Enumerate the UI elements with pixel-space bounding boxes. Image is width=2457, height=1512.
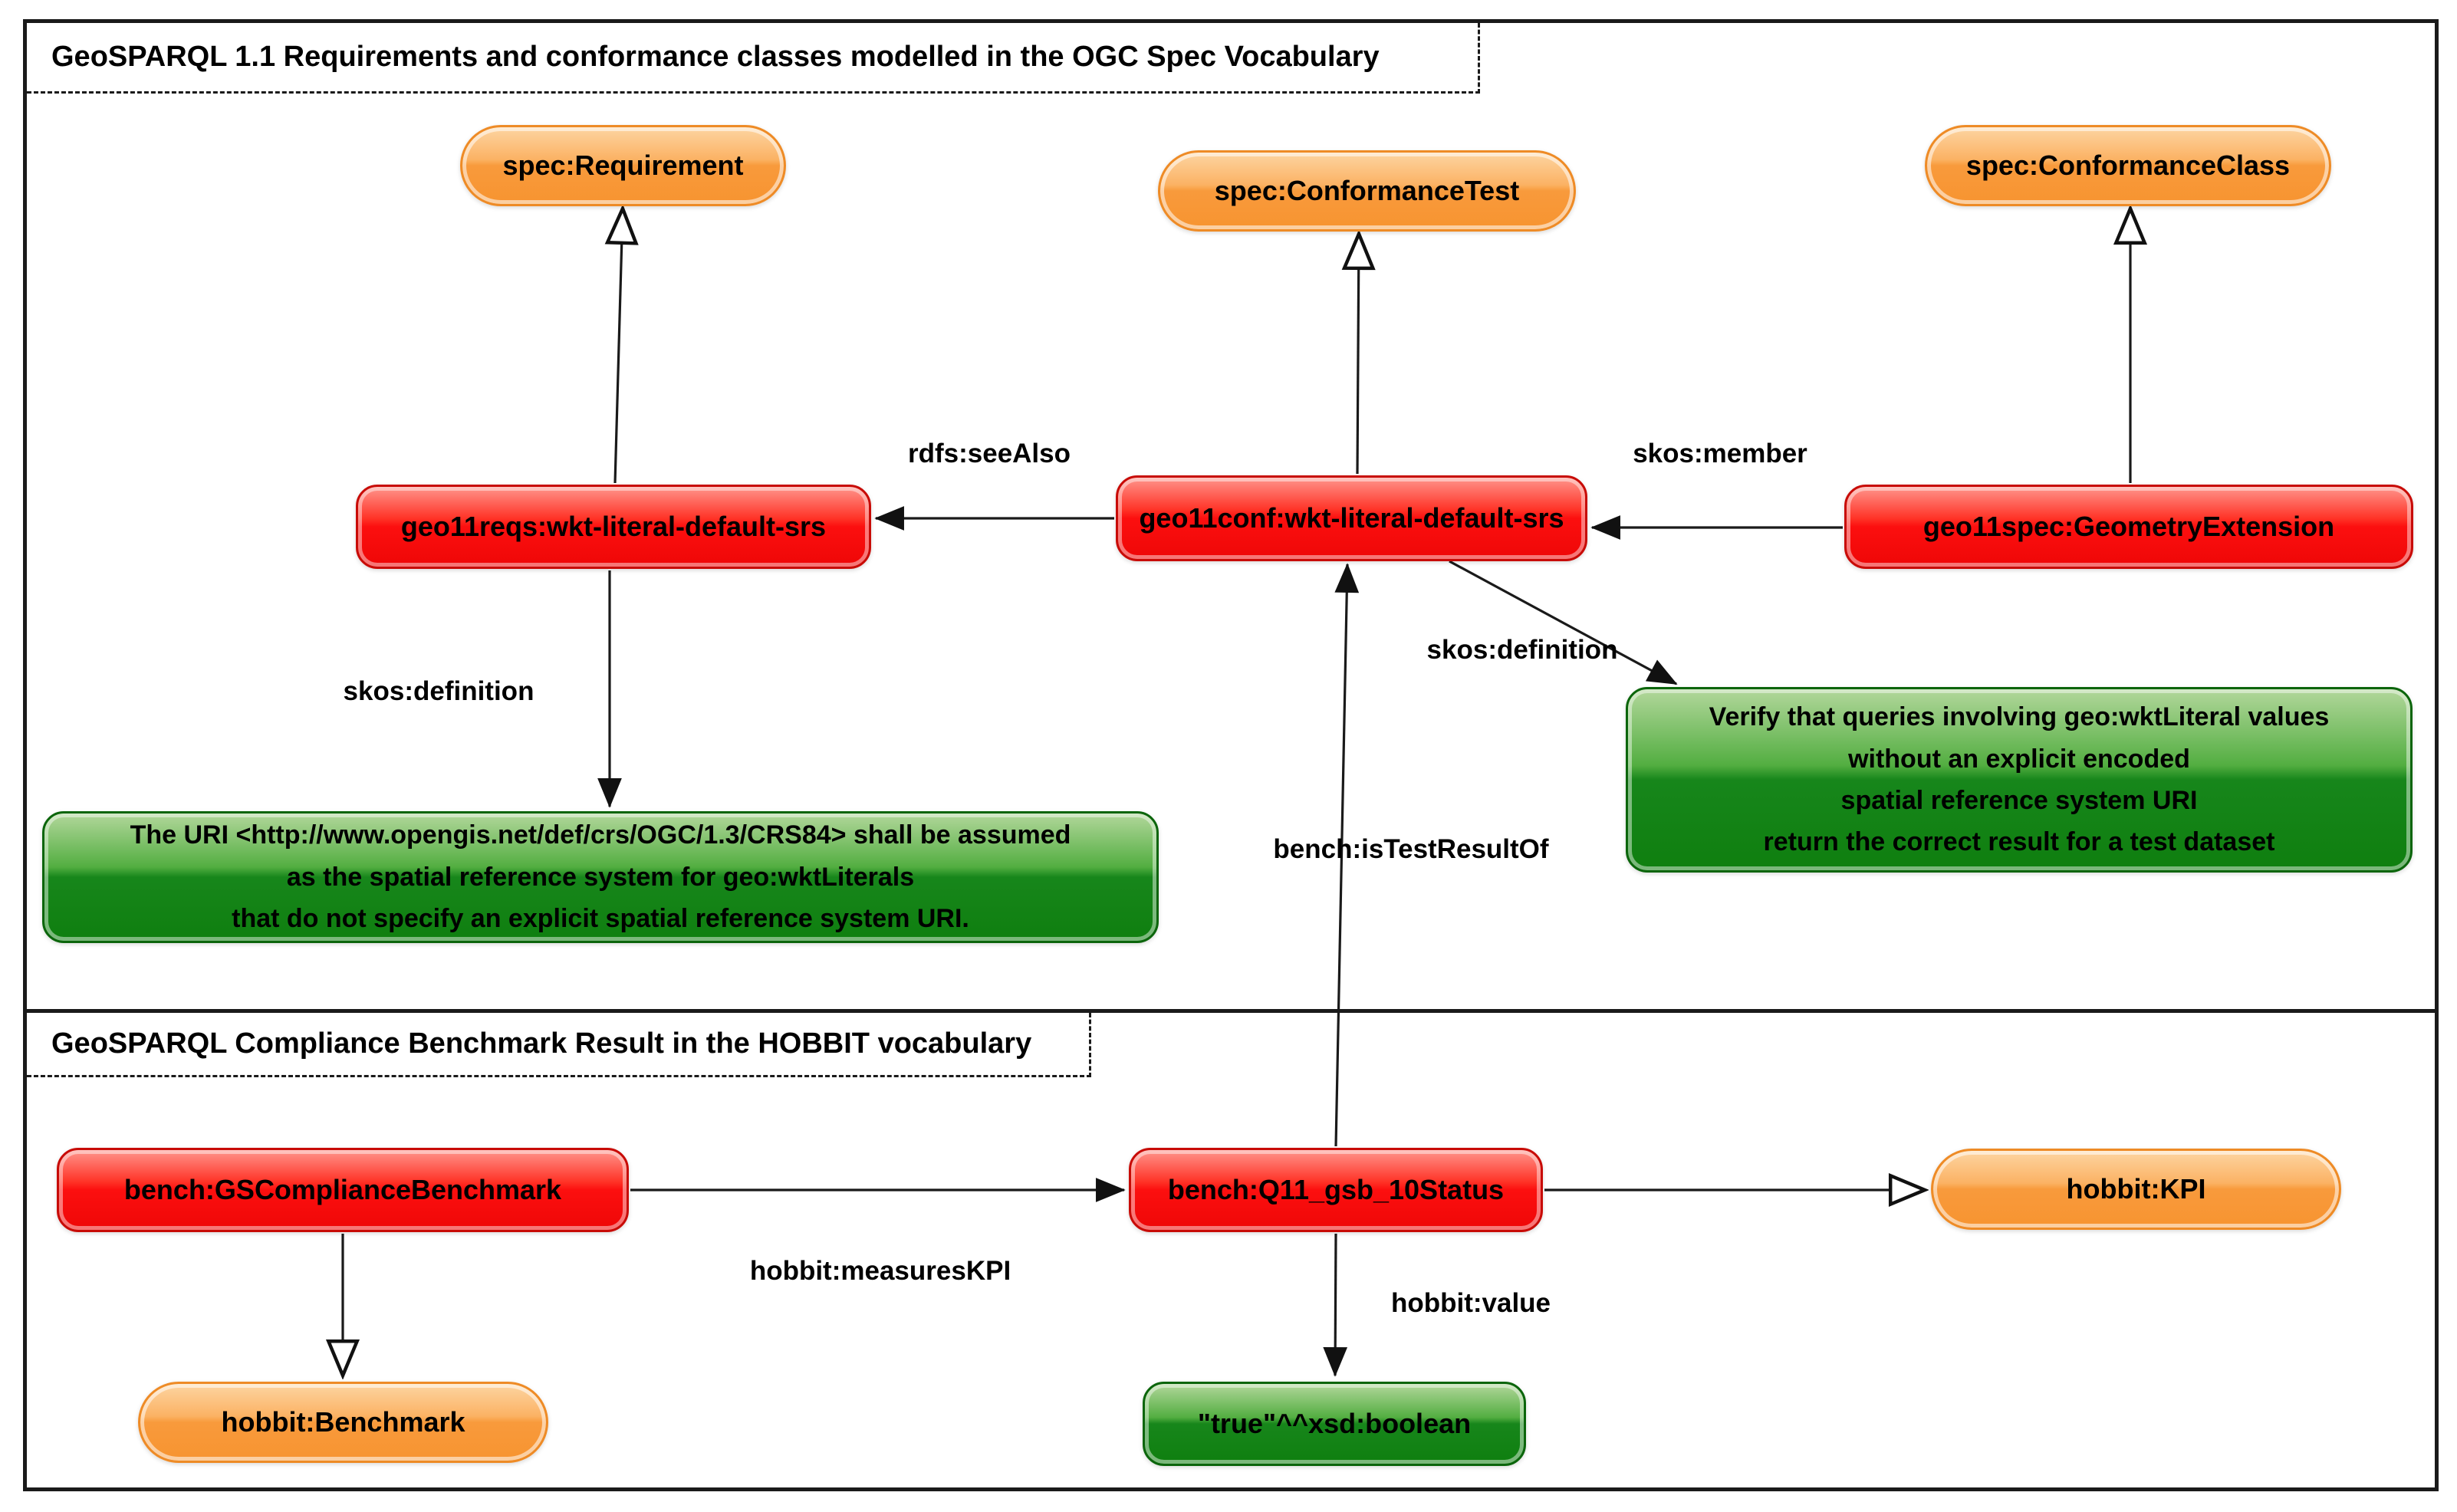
edge-bench-istestresultof <box>1334 563 1360 1147</box>
definition-line: that do not specify an explicit spatial … <box>232 904 969 934</box>
edge-geo11conf-type-conformancetest <box>1357 234 1359 475</box>
edge-label-skos-definition-req: skos:definition <box>343 676 534 706</box>
node-spec-conformance-test: spec:ConformanceTest <box>1158 150 1576 232</box>
node-hobbit-benchmark: hobbit:Benchmark <box>138 1382 548 1463</box>
node-bench-gscompliance-benchmark: bench:GSComplianceBenchmark <box>57 1148 629 1232</box>
definition-line: return the correct result for a test dat… <box>1763 827 2275 857</box>
node-hobbit-kpi: hobbit:KPI <box>1931 1149 2341 1230</box>
edge-label-bench-istestresultof: bench:isTestResultOf <box>1273 834 1549 864</box>
node-boolean-value: "true"^^xsd:boolean <box>1143 1382 1526 1466</box>
edge-label-skos-member: skos:member <box>1633 439 1807 468</box>
edge-geo11conf-skos-definition <box>1449 560 1678 685</box>
definition-line: as the spatial reference system for geo:… <box>286 862 915 892</box>
edge-label-hobbit-measureskpi: hobbit:measuresKPI <box>749 1256 1011 1286</box>
node-test-definition: Verify that queries involving geo:wktLit… <box>1626 687 2413 873</box>
node-geo11reqs-wkt-literal-default-srs: geo11reqs:wkt-literal-default-srs <box>356 485 871 569</box>
node-geo11conf-wkt-literal-default-srs: geo11conf:wkt-literal-default-srs <box>1116 475 1587 561</box>
node-spec-requirement: spec:Requirement <box>460 125 786 206</box>
edge-hobbit-value <box>1323 1233 1348 1377</box>
definition-line: without an explicit encoded <box>1848 744 2190 774</box>
node-bench-q11-gsb-10status: bench:Q11_gsb_10Status <box>1129 1148 1543 1232</box>
definition-line: spatial reference system URI <box>1840 786 2198 815</box>
edge-label-hobbit-value: hobbit:value <box>1390 1288 1551 1318</box>
section-1-title: GeoSPARQL 1.1 Requirements and conforman… <box>27 23 1480 94</box>
definition-line: The URI <http://www.opengis.net/def/crs/… <box>130 820 1071 850</box>
section-divider <box>23 1009 2439 1013</box>
node-spec-conformance-class: spec:ConformanceClass <box>1925 125 2331 206</box>
edge-label-skos-definition-conf: skos:definition <box>1426 635 1618 665</box>
diagram-frame <box>23 19 2439 1491</box>
section-2-title: GeoSPARQL Compliance Benchmark Result in… <box>27 1013 1091 1077</box>
definition-line: Verify that queries involving geo:wktLit… <box>1709 702 2330 732</box>
edge-geo11reqs-type-requirement <box>615 209 623 484</box>
node-requirement-definition: The URI <http://www.opengis.net/def/crs/… <box>42 811 1159 943</box>
edge-label-rdfs-seealso: rdfs:seeAlso <box>907 439 1071 468</box>
node-geo11spec-geometry-extension: geo11spec:GeometryExtension <box>1844 485 2413 569</box>
